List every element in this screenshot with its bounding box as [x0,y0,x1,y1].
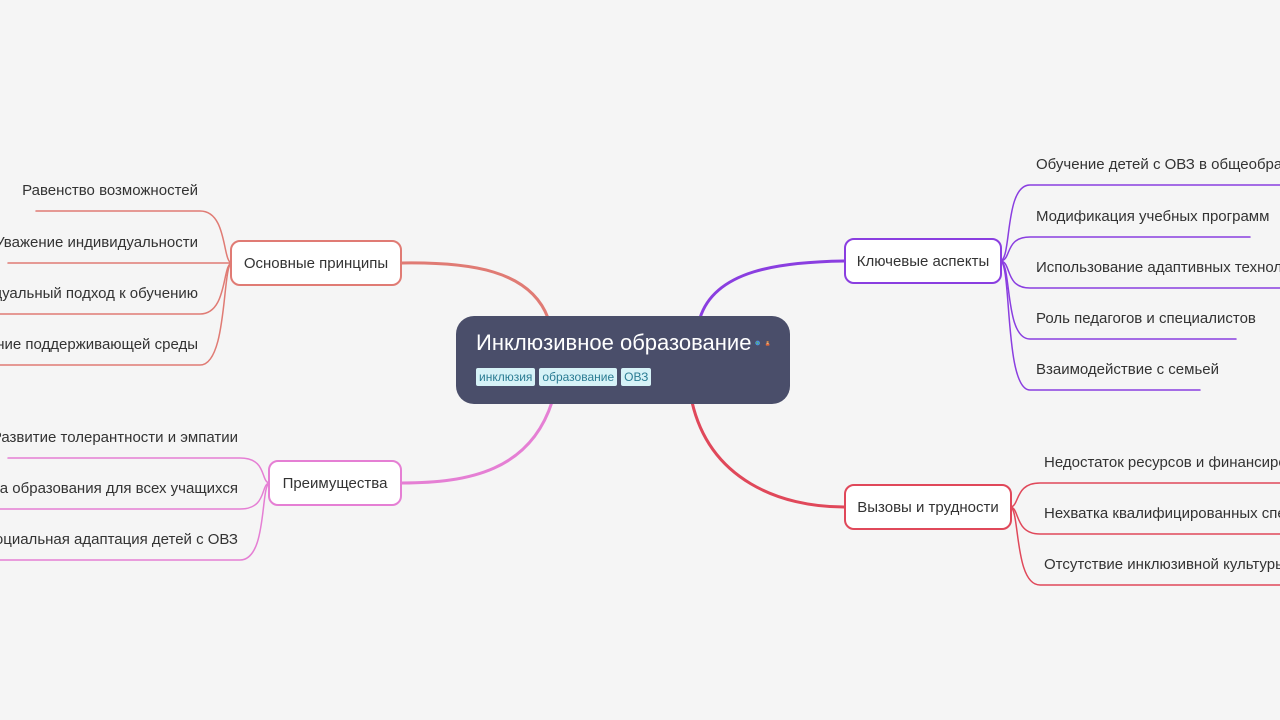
leaf-benefits-2[interactable]: Повышение качества образования для всех … [0,480,238,497]
leaf-principles-4[interactable]: Создание поддерживающей среды [0,336,198,353]
leaf-benefits-1[interactable]: Развитие толерантности и эмпатии [0,429,238,446]
branch-principles-label: Основные принципы [243,254,389,272]
leaf-aspects-5[interactable]: Взаимодействие с семьей [1036,361,1219,378]
leaf-aspects-1[interactable]: Обучение детей с ОВЗ в общеобразовательн… [1036,156,1280,173]
tag-ovz[interactable]: ОВЗ [621,368,652,386]
root-node[interactable]: Инклюзивное образование инклюзия образов… [456,316,790,404]
leaf-challenges-1[interactable]: Недостаток ресурсов и финансирования [1044,454,1280,471]
link-root-aspects [698,259,846,320]
teacher-icon [765,340,770,346]
leaf-aspects-2[interactable]: Модификация учебных программ [1036,208,1270,225]
link-root-benefits [400,400,554,485]
link-aspects-leaf-3 [999,260,1280,289]
branch-challenges[interactable]: Вызовы и трудности [844,484,1012,530]
link-aspects-leaf-5 [999,260,1201,391]
link-challenges-leaf-3 [1009,506,1280,586]
link-aspects-leaf-2 [999,236,1251,262]
link-root-principles [400,261,550,320]
leaf-principles-1[interactable]: Равенство возможностей [22,182,198,199]
tag-education[interactable]: образование [539,368,618,386]
link-root-challenges [690,400,846,509]
leaf-principles-2[interactable]: Уважение индивидуальности [0,234,198,251]
leaf-challenges-3[interactable]: Отсутствие инклюзивной культуры в общест… [1044,556,1280,573]
leaf-challenges-2[interactable]: Нехватка квалифицированных специалистов [1044,505,1280,522]
leaf-aspects-3[interactable]: Использование адаптивных технологий [1036,259,1280,276]
branch-principles[interactable]: Основные принципы [230,240,402,286]
link-principles-leaf-1 [35,210,233,264]
leaf-principles-3[interactable]: Индивидуальный подход к обучению [0,285,198,302]
branch-key-aspects[interactable]: Ключевые аспекты [844,238,1002,284]
tag-inclusion[interactable]: инклюзия [476,368,536,386]
globe-icon [755,340,761,346]
branch-benefits-label: Преимущества [282,474,388,492]
branch-key-aspects-label: Ключевые аспекты [856,252,990,270]
link-benefits-leaf-2 [0,482,271,510]
branch-benefits[interactable]: Преимущества [268,460,402,506]
link-benefits-leaf-1 [7,457,271,484]
root-title: Инклюзивное образование [476,330,752,355]
link-principles-leaf-4 [0,262,233,366]
link-benefits-leaf-3 [0,482,271,561]
leaf-benefits-3[interactable]: Успешная социальная адаптация детей с ОВ… [0,531,238,548]
link-aspects-leaf-1 [999,184,1280,262]
link-challenges-leaf-1 [1009,482,1280,508]
tag-list: инклюзия образование ОВЗ [476,368,770,386]
leaf-aspects-4[interactable]: Роль педагогов и специалистов [1036,310,1256,327]
branch-challenges-label: Вызовы и трудности [857,498,999,516]
